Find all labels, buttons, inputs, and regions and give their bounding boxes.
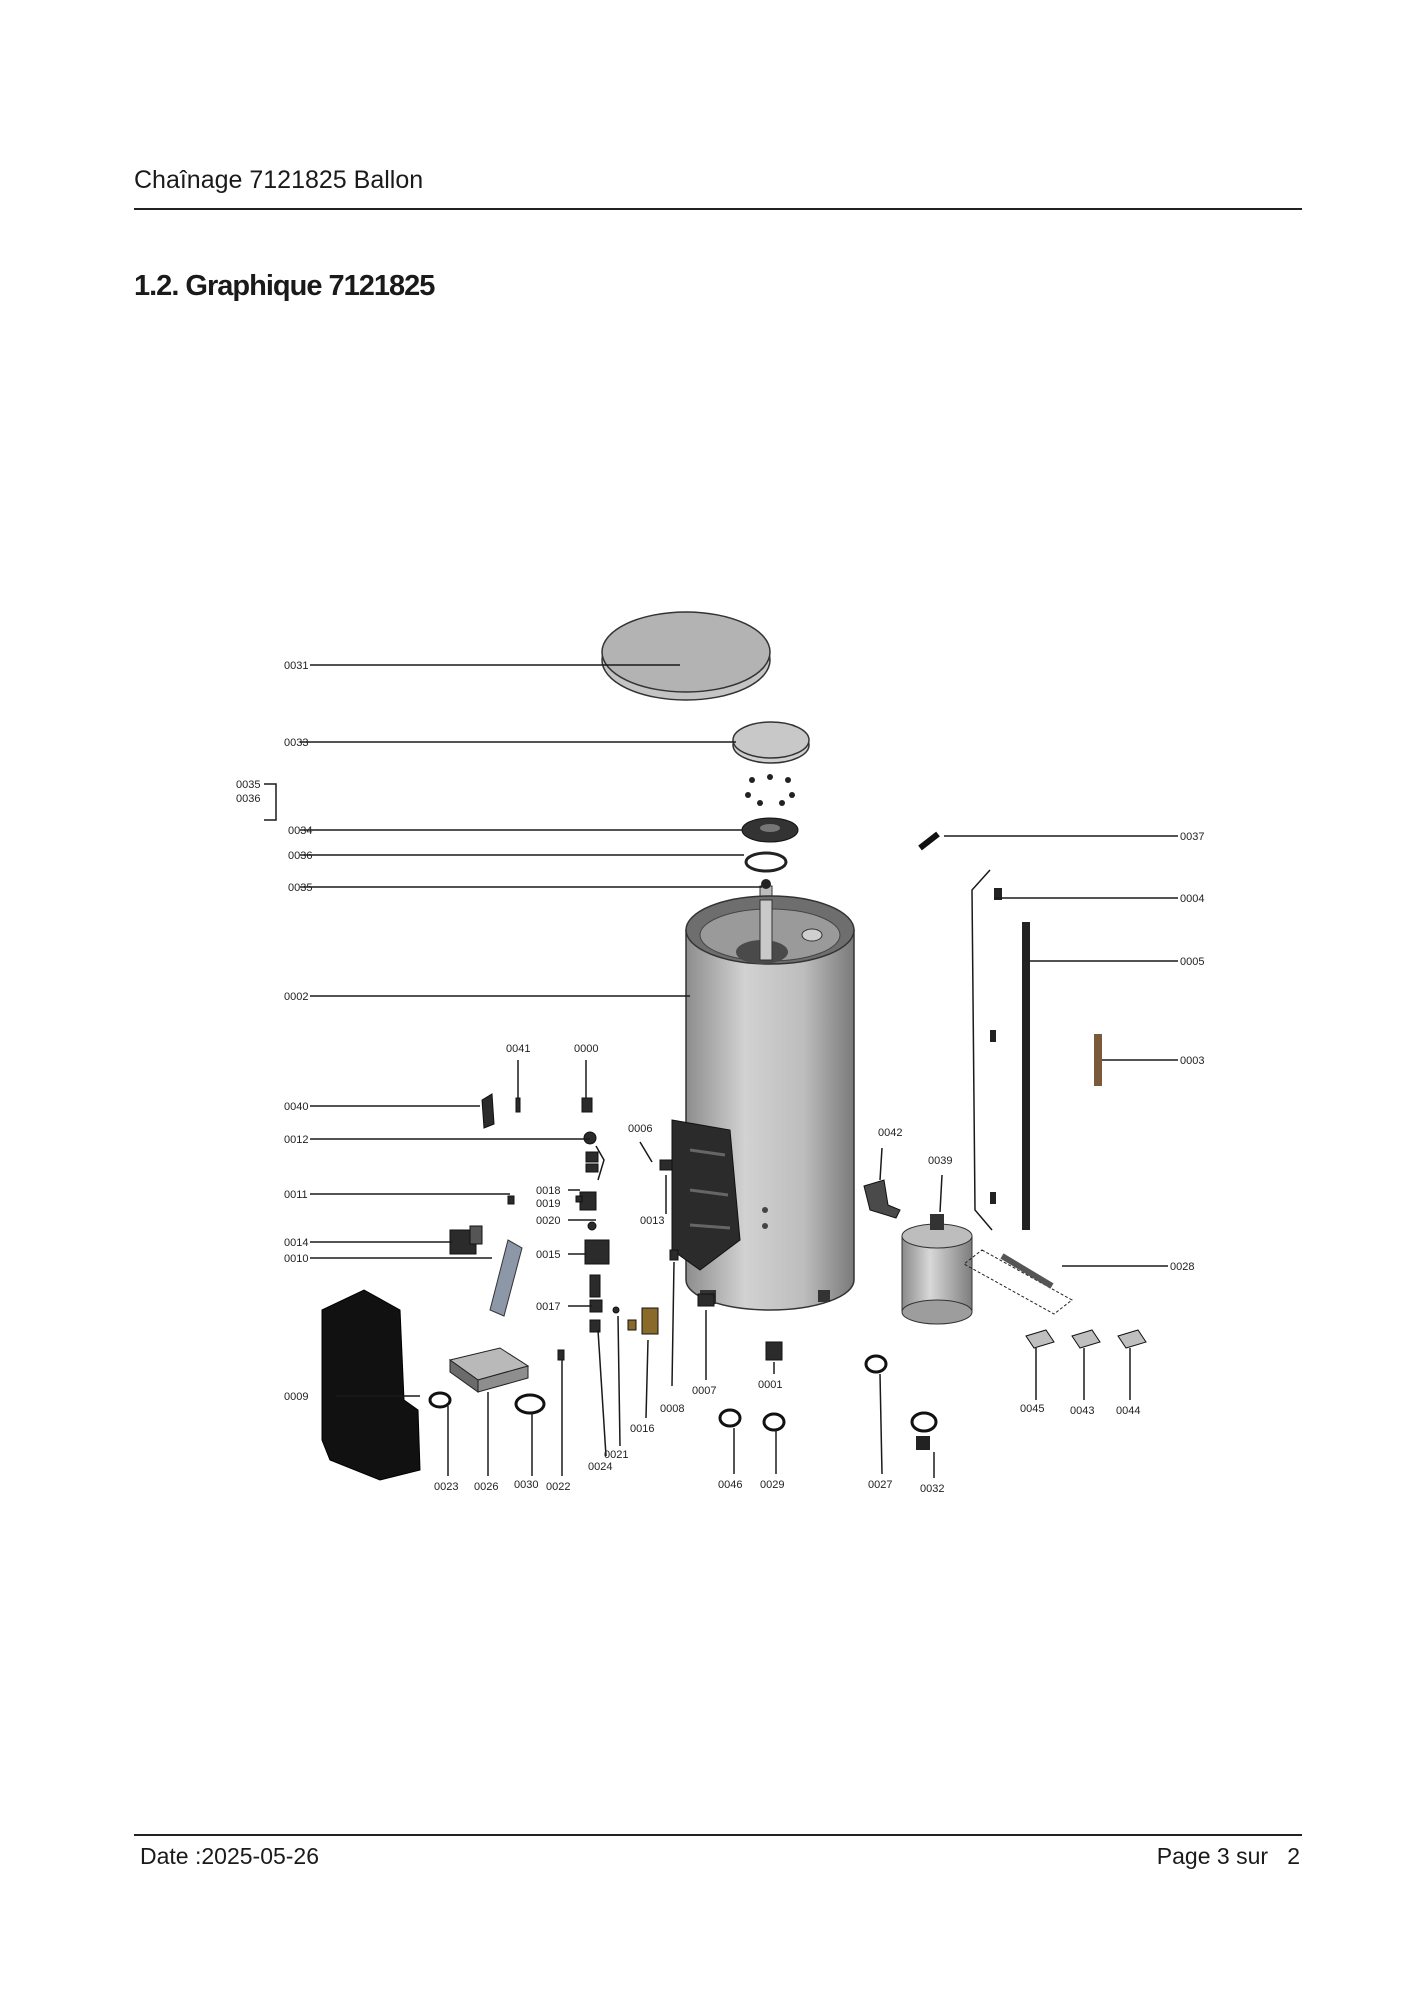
label-0046: 0046: [718, 1479, 742, 1491]
label-0037: 0037: [1180, 831, 1204, 843]
label-0020: 0020: [536, 1215, 560, 1227]
page-total: 2: [1287, 1843, 1300, 1869]
pipe-part: [489, 1239, 523, 1317]
flexible-hose-part: [963, 1249, 1073, 1315]
label-0027: 0027: [868, 1479, 892, 1491]
page-prefix: Page 3 sur: [1156, 1843, 1269, 1869]
label-0006: 0006: [628, 1123, 652, 1135]
label-0028: 0028: [1170, 1261, 1194, 1273]
label-0033: 0033: [284, 737, 308, 749]
screws-part: [745, 774, 795, 806]
label-0015: 0015: [536, 1249, 560, 1261]
label-0026: 0026: [474, 1481, 498, 1493]
label-0013: 0013: [640, 1215, 664, 1227]
label-0044: 0044: [1116, 1405, 1140, 1417]
label-0045: 0045: [1020, 1403, 1044, 1415]
label-plate-part: [1094, 1034, 1102, 1086]
document-header-title: Chaînage 7121825 Ballon: [134, 166, 424, 194]
label-0017: 0017: [536, 1301, 560, 1313]
label-0023: 0023: [434, 1481, 458, 1493]
label-0040: 0040: [284, 1101, 308, 1113]
header-divider: [134, 208, 1302, 210]
label-0035: 0035: [236, 779, 260, 791]
label-0035b: 0035: [288, 882, 312, 894]
label-0018: 0018: [536, 1185, 560, 1197]
cable-coils-part: [428, 1354, 938, 1433]
label-0003: 0003: [1180, 1055, 1204, 1067]
clips-part: [1025, 1329, 1147, 1349]
footer-date: Date :2025-05-26: [140, 1843, 320, 1869]
label-0007: 0007: [692, 1385, 716, 1397]
cap-part: [732, 721, 810, 764]
label-0019: 0019: [536, 1198, 560, 1210]
label-0016: 0016: [630, 1423, 654, 1435]
label-0041: 0041: [506, 1043, 530, 1055]
footer-page-number: Page 3 sur 2: [1157, 1843, 1300, 1870]
label-0036b: 0036: [288, 850, 312, 862]
label-0039: 0039: [928, 1155, 952, 1167]
label-0024: 0024: [588, 1461, 612, 1473]
expansion-vessel-part: [901, 1214, 973, 1325]
label-0036: 0036: [236, 793, 260, 805]
flange-part: [741, 817, 799, 843]
footer-divider: [134, 1834, 1302, 1836]
label-0008: 0008: [660, 1403, 684, 1415]
label-0014: 0014: [284, 1237, 308, 1249]
label-0021: 0021: [604, 1449, 628, 1461]
side-panel-part: [971, 869, 1030, 1231]
label-0034: 0034: [288, 825, 312, 837]
top-cover-part: [601, 611, 771, 701]
label-0030: 0030: [514, 1479, 538, 1491]
label-0005: 0005: [1180, 956, 1204, 968]
label-0000: 0000: [574, 1043, 598, 1055]
label-0012: 0012: [284, 1134, 308, 1146]
electronic-box-part: [448, 1347, 530, 1393]
label-0002: 0002: [284, 991, 308, 1003]
wall-bracket-part: [863, 1179, 901, 1219]
part-labels: 0031 0033 0035 0036 0034 0036 0035 0002 …: [236, 660, 1204, 1495]
label-0022: 0022: [546, 1481, 570, 1493]
valve-part: [916, 1436, 930, 1450]
label-0004: 0004: [1180, 893, 1204, 905]
gasket-part: [744, 851, 788, 873]
control-bracket-part: [671, 1119, 768, 1271]
label-0029: 0029: [760, 1479, 784, 1491]
label-0001: 0001: [758, 1379, 782, 1391]
label-0009: 0009: [284, 1391, 308, 1403]
rear-casing-part: [321, 1289, 421, 1481]
label-0042: 0042: [878, 1127, 902, 1139]
cable-part: [918, 831, 940, 851]
label-0011: 0011: [284, 1189, 308, 1201]
section-title: 1.2. Graphique 7121825: [134, 270, 435, 302]
leader-lines: [264, 664, 1178, 1478]
label-0031: 0031: [284, 660, 308, 672]
label-0032: 0032: [920, 1483, 944, 1495]
label-0043: 0043: [1070, 1405, 1094, 1417]
label-0010: 0010: [284, 1253, 308, 1265]
